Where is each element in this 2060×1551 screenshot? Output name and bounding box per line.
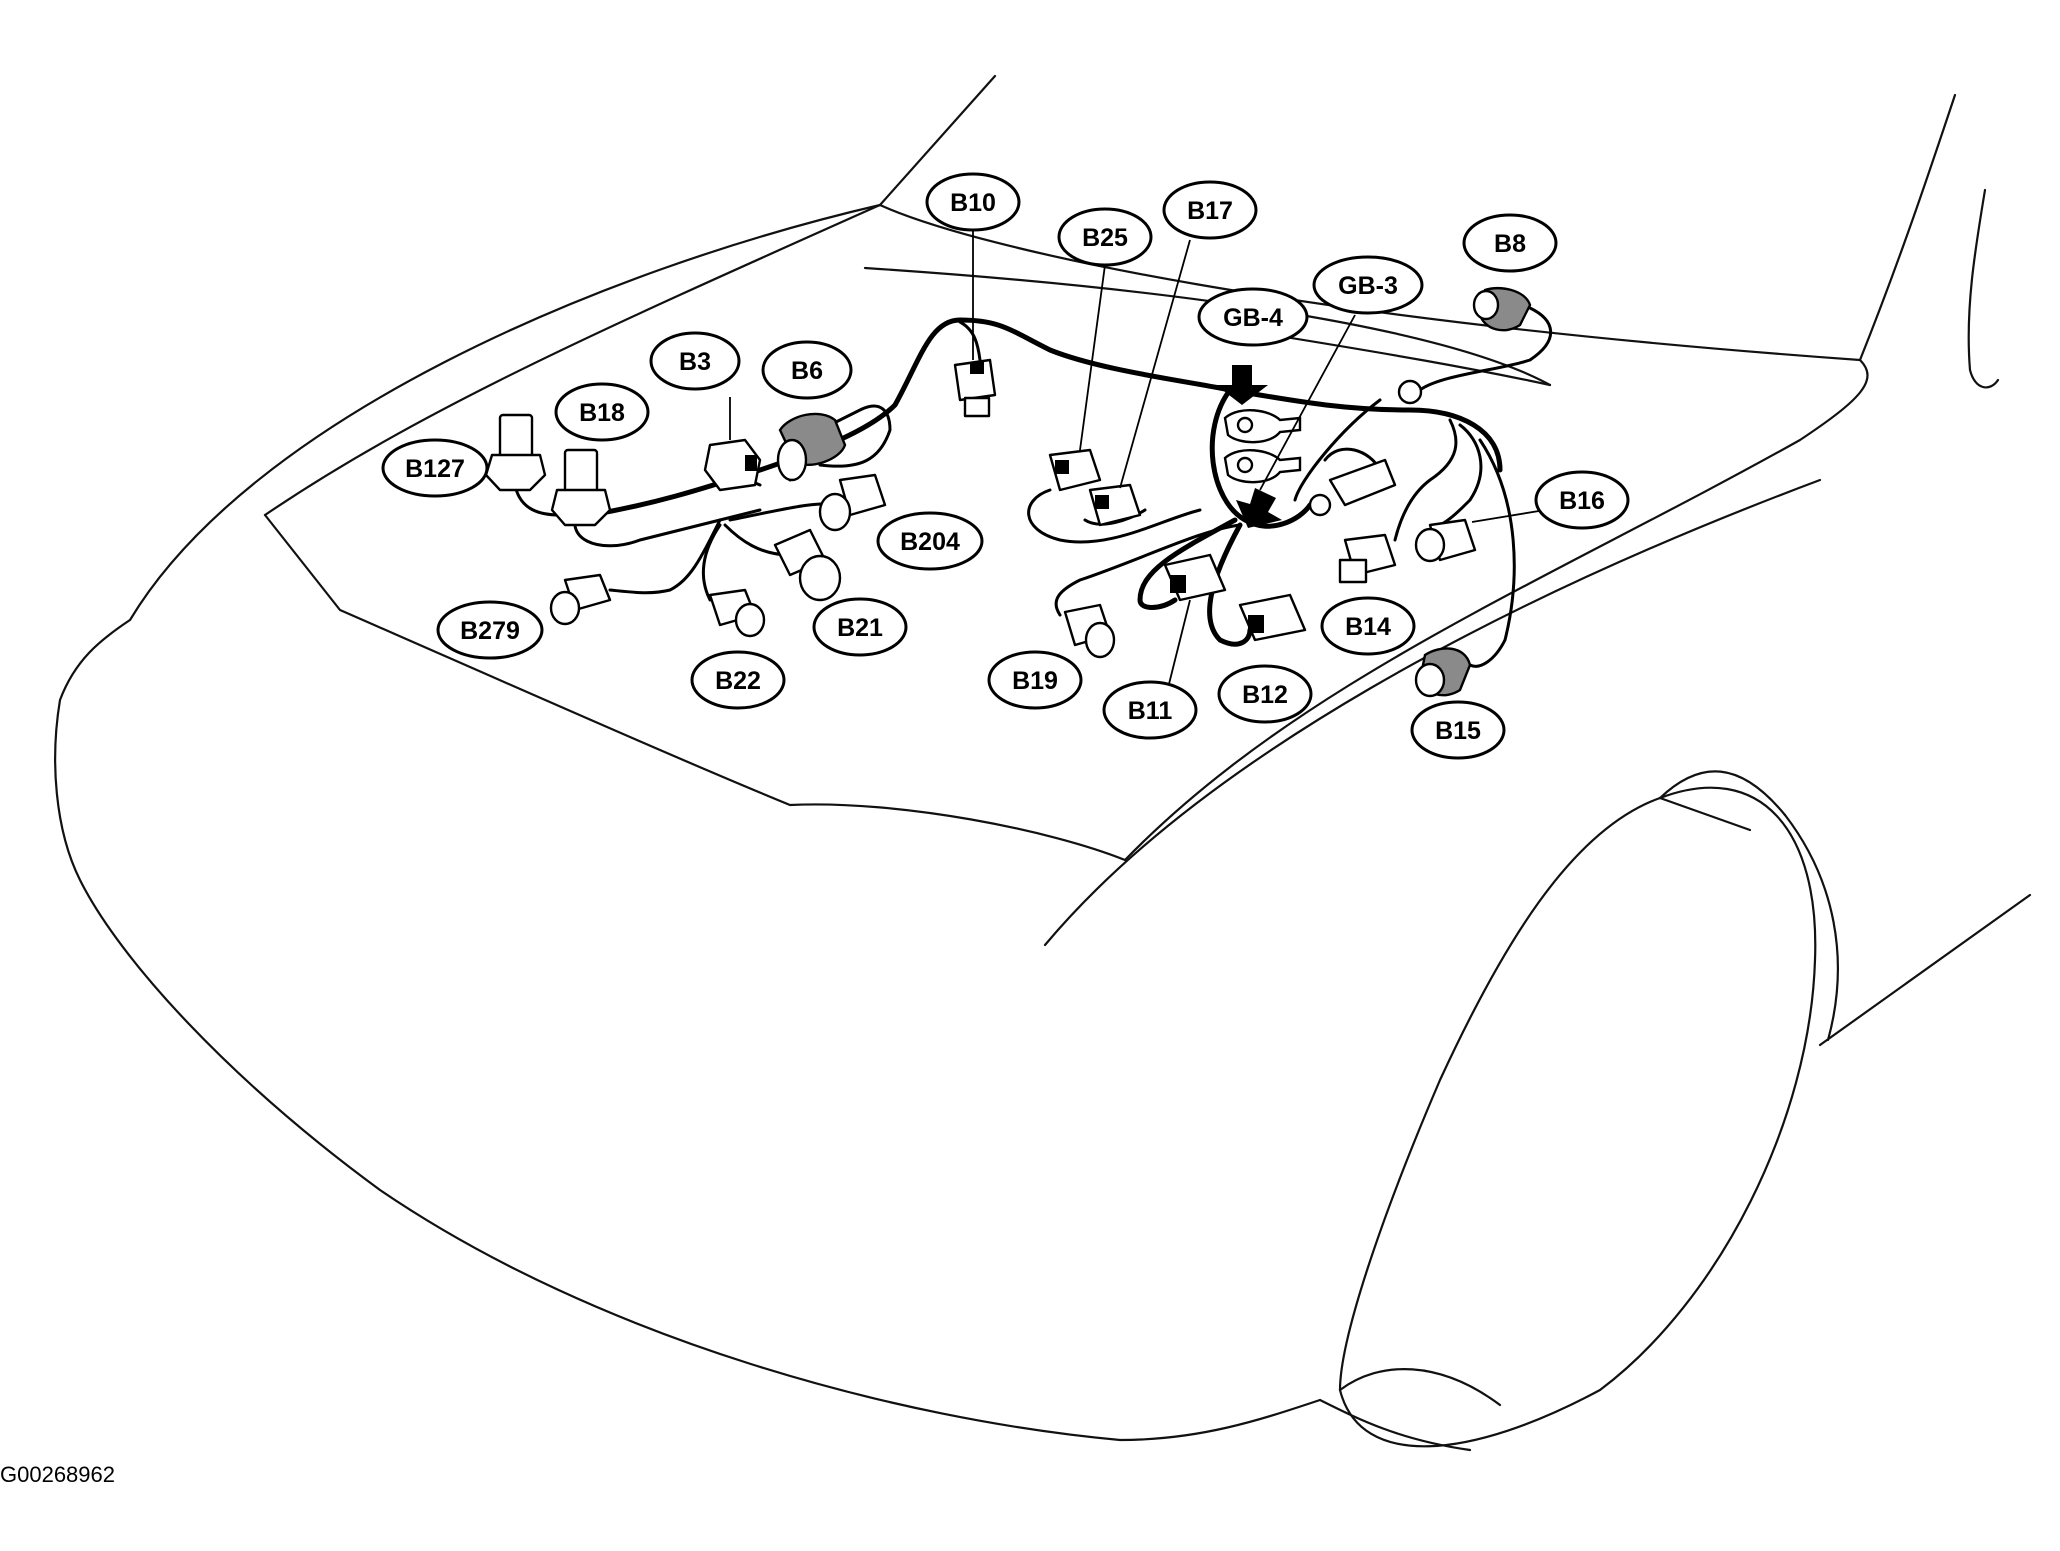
car-body-outline bbox=[54, 74, 2032, 1452]
connector-b12 bbox=[1238, 593, 1307, 642]
svg-text:B19: B19 bbox=[1012, 667, 1058, 695]
svg-text:B279: B279 bbox=[460, 617, 520, 645]
svg-text:GB-3: GB-3 bbox=[1338, 272, 1398, 300]
svg-text:B22: B22 bbox=[715, 667, 761, 695]
callouts: B10 B25 B17 B8 GB-4 GB-3 B3 B6 bbox=[381, 172, 1630, 760]
gb4-arrow-icon bbox=[1216, 365, 1268, 405]
connector-b279 bbox=[549, 573, 612, 626]
svg-text:B18: B18 bbox=[579, 399, 625, 427]
svg-text:GB-4: GB-4 bbox=[1223, 304, 1283, 332]
svg-text:B16: B16 bbox=[1559, 487, 1605, 515]
svg-text:B6: B6 bbox=[791, 357, 823, 385]
svg-text:B127: B127 bbox=[405, 455, 465, 483]
connector-b127 bbox=[484, 413, 547, 492]
connector-gb3-plug bbox=[1308, 458, 1397, 517]
callout-b204: B204 bbox=[876, 511, 984, 571]
callout-b8: B8 bbox=[1462, 213, 1558, 273]
callout-b22: B22 bbox=[690, 650, 786, 710]
callout-gb4: GB-4 bbox=[1197, 287, 1309, 347]
connector-b18 bbox=[550, 448, 612, 527]
connector-b15 bbox=[1414, 647, 1472, 698]
svg-text:B25: B25 bbox=[1082, 224, 1128, 252]
connector-b204 bbox=[818, 473, 887, 532]
callout-b21: B21 bbox=[812, 597, 908, 657]
callout-b127: B127 bbox=[381, 438, 489, 498]
svg-text:B204: B204 bbox=[900, 528, 960, 556]
wiring-harness bbox=[513, 306, 1553, 668]
callout-b10: B10 bbox=[925, 172, 1021, 232]
ground-terminals bbox=[1223, 408, 1302, 484]
callout-b16: B16 bbox=[1534, 470, 1630, 530]
svg-text:B17: B17 bbox=[1187, 197, 1233, 225]
svg-text:B3: B3 bbox=[679, 348, 711, 376]
callout-b14: B14 bbox=[1320, 596, 1416, 656]
connector-b6 bbox=[776, 412, 847, 482]
connector-b21 bbox=[773, 528, 842, 602]
connector-b19 bbox=[1063, 603, 1116, 659]
svg-text:B11: B11 bbox=[1128, 697, 1173, 725]
connector-b8 bbox=[1472, 286, 1532, 332]
callout-b18: B18 bbox=[554, 382, 650, 442]
callout-b12: B12 bbox=[1217, 664, 1313, 724]
connector-right-upper-plug bbox=[1397, 379, 1423, 405]
connector-b22 bbox=[708, 588, 766, 638]
svg-text:B8: B8 bbox=[1494, 230, 1526, 258]
callout-b25: B25 bbox=[1057, 207, 1153, 267]
callout-b17: B17 bbox=[1162, 180, 1258, 240]
callout-b15: B15 bbox=[1410, 700, 1506, 760]
callout-b19: B19 bbox=[987, 650, 1083, 710]
svg-text:B21: B21 bbox=[837, 614, 883, 642]
callout-b11: B11 bbox=[1102, 680, 1198, 740]
callout-gb3: GB-3 bbox=[1312, 255, 1424, 315]
svg-text:B15: B15 bbox=[1435, 717, 1481, 745]
connector-b17 bbox=[1088, 483, 1142, 527]
connector-b10 bbox=[953, 358, 997, 418]
connector-b25 bbox=[1048, 448, 1102, 492]
connector-b11 bbox=[1163, 553, 1227, 602]
connector-b14 bbox=[1338, 533, 1397, 584]
svg-text:B14: B14 bbox=[1345, 613, 1391, 641]
figure-id: G00268962 bbox=[0, 1462, 115, 1487]
gb3-arrow-icon bbox=[1236, 488, 1282, 528]
svg-text:B12: B12 bbox=[1242, 681, 1288, 709]
svg-text:B10: B10 bbox=[950, 189, 996, 217]
connector-b3 bbox=[703, 438, 762, 492]
callout-b6: B6 bbox=[761, 340, 853, 400]
connector-b16 bbox=[1414, 518, 1477, 563]
callout-b3: B3 bbox=[649, 331, 741, 391]
callout-b279: B279 bbox=[436, 600, 544, 660]
